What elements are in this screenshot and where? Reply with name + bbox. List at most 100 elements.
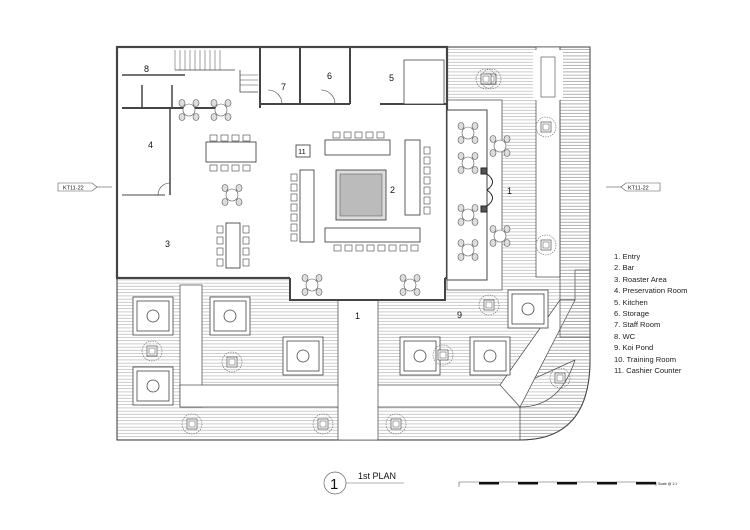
chair	[315, 288, 323, 296]
bar-counters	[205, 139, 421, 269]
pod-center	[223, 309, 237, 323]
chair	[235, 184, 243, 192]
svg-text:Scale @ 1:1: Scale @ 1:1	[658, 482, 677, 486]
chair	[489, 225, 497, 233]
planter-inner	[148, 347, 156, 355]
chair	[242, 258, 250, 267]
bar-stool	[290, 223, 298, 232]
chair	[503, 135, 511, 143]
label-staff-room: 7	[281, 82, 286, 92]
tree	[221, 351, 243, 373]
legend-item: 9. Koi Pond	[614, 343, 654, 353]
label-koi-pond: 9	[457, 310, 462, 320]
bar-stool	[423, 186, 431, 195]
bar-stool	[423, 176, 431, 185]
planter-box	[226, 356, 238, 368]
label-storage: 6	[327, 71, 332, 81]
chair	[457, 253, 465, 261]
planter-inner	[482, 75, 490, 83]
planter-box	[186, 418, 198, 430]
planter-inner	[556, 374, 564, 382]
round-table	[305, 278, 319, 292]
round-table	[493, 229, 507, 243]
bar-stool	[290, 183, 298, 192]
bar-stool	[366, 244, 375, 252]
chair	[220, 134, 229, 142]
round-table	[461, 156, 475, 170]
chair	[503, 239, 511, 247]
legend-item: 11. Cashier Counter	[614, 366, 682, 376]
pod-center	[483, 349, 497, 363]
planter-box	[554, 372, 566, 384]
round-table	[461, 208, 475, 222]
bar-stool	[423, 206, 431, 215]
chair	[209, 164, 218, 172]
svg-text:KT11-22: KT11-22	[63, 186, 84, 192]
chair	[192, 99, 200, 107]
planter-box	[483, 299, 495, 311]
chair	[399, 288, 407, 296]
chair	[192, 113, 200, 121]
chair	[315, 274, 323, 282]
outdoor-long-table	[533, 50, 563, 100]
label-entry-south: 1	[355, 311, 360, 321]
planter-inner	[228, 358, 236, 366]
chair	[471, 136, 479, 144]
room-legend: 1. Entry 2. Bar 3. Roaster Area 4. Prese…	[614, 251, 687, 376]
label-cashier-counter: 11	[298, 147, 306, 156]
tree	[535, 234, 557, 256]
tree	[312, 413, 334, 435]
chair	[301, 274, 309, 282]
round-table	[403, 278, 417, 292]
tree	[475, 68, 497, 90]
pod-center	[413, 349, 427, 363]
plan-title: 1st PLAN	[358, 471, 396, 481]
label-roaster-area: 3	[165, 239, 170, 249]
chair	[216, 258, 224, 267]
legend-item: 1. Entry	[614, 252, 641, 261]
bar-stool	[377, 244, 386, 252]
pod-center	[296, 349, 310, 363]
planter-inner	[319, 420, 327, 428]
chair	[471, 239, 479, 247]
seating-pods	[132, 289, 549, 406]
cafe-tables	[178, 99, 511, 296]
round-table	[493, 139, 507, 153]
chair	[413, 274, 421, 282]
bar-stool	[388, 244, 397, 252]
svg-text:KT11-22: KT11-22	[628, 186, 649, 192]
planter-inner	[439, 351, 447, 359]
chair	[503, 149, 511, 157]
entry-doors[interactable]	[480, 167, 493, 213]
bar-stool	[290, 213, 298, 222]
chair	[210, 113, 218, 121]
bar-stool	[365, 131, 374, 139]
legend-item: 4. Preservation Room	[614, 286, 688, 296]
bar-stool	[290, 193, 298, 202]
pod-center	[146, 379, 160, 393]
pod-center	[521, 302, 535, 316]
planter-box	[437, 349, 449, 361]
chair	[216, 236, 224, 245]
scale-bar: Scale @ 1:1	[458, 481, 677, 487]
label-kitchen: 5	[389, 73, 394, 83]
legend-item: 10. Training Room	[614, 354, 677, 364]
planter-inner	[485, 301, 493, 309]
bar-stool	[343, 131, 352, 139]
planter-box	[146, 345, 158, 357]
legend-item: 7. Staff Room	[614, 320, 661, 330]
chair	[457, 239, 465, 247]
chair	[224, 99, 232, 107]
chair	[503, 225, 511, 233]
chair	[471, 152, 479, 160]
round-table	[214, 103, 228, 117]
chair	[301, 288, 309, 296]
chair	[413, 288, 421, 296]
planter-box	[317, 418, 329, 430]
bar-stool	[355, 244, 364, 252]
chair	[216, 247, 224, 256]
label-entry-east: 1	[507, 186, 512, 196]
bar-stool	[290, 173, 298, 182]
chair	[242, 134, 251, 142]
planter-inner	[392, 420, 400, 428]
